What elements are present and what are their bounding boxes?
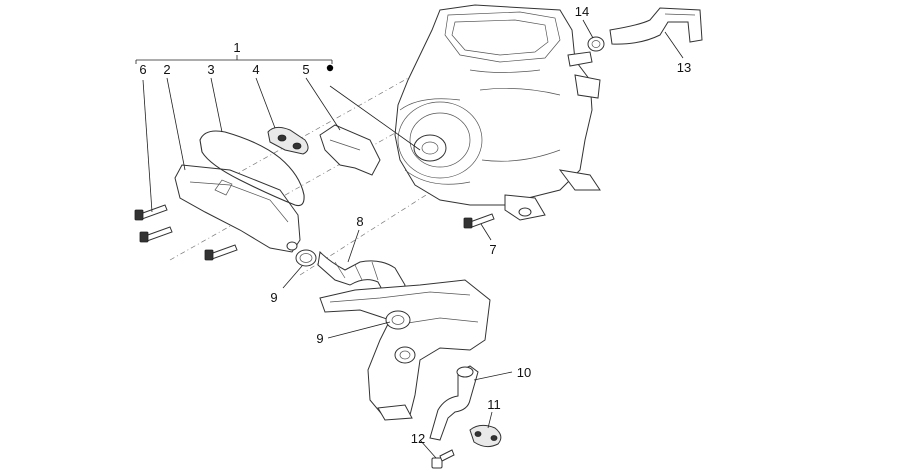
callout-5: 5 [302, 62, 309, 77]
callout-9-lower: 9 [316, 331, 323, 346]
callout-labels: 1 2 3 4 5 6 7 8 9 9 10 11 12 13 14 [139, 4, 691, 446]
callout-9-upper: 9 [270, 290, 277, 305]
clamp-14 [587, 36, 605, 52]
reference-dot [326, 64, 334, 72]
callout-3: 3 [207, 62, 214, 77]
leader-lines [135, 19, 684, 459]
cover-2 [174, 164, 301, 253]
lower-housing [319, 279, 491, 421]
callout-14: 14 [575, 4, 589, 19]
callout-10: 10 [517, 365, 531, 380]
screw-7 [463, 213, 495, 229]
grommet-4 [267, 126, 309, 155]
bolt-12 [431, 449, 455, 469]
callout-7: 7 [489, 242, 496, 257]
callout-13: 13 [677, 60, 691, 75]
cooling-shroud [394, 4, 601, 221]
callout-2: 2 [163, 62, 170, 77]
bracket-5 [319, 124, 381, 176]
callout-12: 12 [411, 431, 425, 446]
hose-8 [317, 250, 406, 299]
hose-13 [609, 7, 703, 45]
callout-11: 11 [487, 397, 501, 412]
tube-10 [429, 365, 479, 441]
callout-1: 1 [233, 40, 240, 55]
callout-4: 4 [252, 62, 259, 77]
seal-3 [199, 130, 305, 207]
callout-6: 6 [139, 62, 146, 77]
clamp-9-upper [295, 249, 317, 267]
screws-6 [134, 204, 238, 261]
callout-8: 8 [356, 214, 363, 229]
gasket-11 [469, 424, 502, 448]
